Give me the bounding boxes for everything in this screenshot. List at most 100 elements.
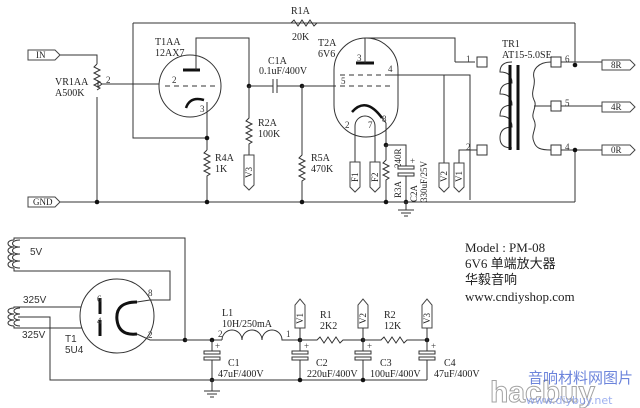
net-flag-f1: F1 — [349, 161, 361, 193]
c2a-plus-sign: + — [410, 156, 415, 166]
pot-resistor-zigzag — [92, 63, 102, 91]
website-label: www.cndiyshop.com — [465, 289, 575, 304]
t1-filament-pin-b: 2 — [148, 330, 153, 340]
svg-text:V2: V2 — [358, 313, 368, 324]
capacitor-c4: + C4 47uF/400V — [418, 340, 480, 380]
t1-filament-pin-a: 8 — [148, 288, 153, 298]
model-label: Model : PM-08 — [465, 240, 545, 255]
t1-plate-pin-b: 4 — [97, 316, 102, 326]
ground-symbol — [204, 380, 220, 398]
net-flag-v1-upper: V1 — [453, 149, 477, 193]
t1aa-cathode-pin: 3 — [200, 104, 205, 114]
svg-text:V3: V3 — [422, 313, 432, 324]
out-8r-label: 8R — [611, 60, 622, 70]
t1aa-ref: T1AA — [155, 37, 181, 48]
t1aa-value: 12AX7 — [155, 48, 184, 59]
l1-pin-b: 1 — [286, 329, 291, 339]
t2a-heater-pin-b: 7 — [368, 120, 373, 130]
tr1-pin-6: 6 — [565, 54, 570, 64]
capacitor-c1a: C1A 0.1uF/400V — [249, 56, 308, 93]
r1a-ref: R1A — [291, 6, 311, 17]
r1-ref: R1 — [320, 310, 332, 321]
info-block: Model : PM-08 6V6 单端放大器 华毅音响 www.cndiysh… — [465, 240, 575, 304]
f1-flag-label: F1 — [350, 172, 360, 182]
vr1-ref: VR1AA — [55, 77, 89, 88]
capacitor-c3: + C3 100uF/400V — [354, 340, 421, 380]
watermark-cn: 音响材料网图片 — [528, 369, 633, 387]
wire — [60, 54, 98, 64]
gnd-port: GND — [27, 196, 61, 208]
t2a-cathode-pin: 8 — [382, 114, 387, 124]
t1aa-grid-pin: 2 — [172, 75, 177, 85]
tr1-pin-5: 5 — [565, 98, 570, 108]
tr1-pin-1: 1 — [466, 54, 471, 64]
net-flag-v1-lower: V1 — [294, 298, 306, 340]
r5a-value: 470K — [311, 164, 334, 175]
t1-plate-pin-a: 6 — [97, 294, 102, 304]
c2a-ref: C2A — [409, 184, 419, 202]
r2a-value: 100K — [258, 129, 281, 140]
hv-voltage-top: 325V — [23, 295, 47, 306]
svg-text:+: + — [304, 341, 309, 351]
c2-ref: C2 — [316, 358, 328, 369]
c1-value: 47uF/400V — [218, 369, 264, 380]
preamp-tube-12ax7: T1AA 12AX7 2 3 — [155, 37, 250, 150]
watermark: hacbuy 音响材料网图片 www.diybuy.net — [490, 369, 634, 408]
net-flag-v2-lower: V2 — [357, 298, 369, 340]
t2a-value: 6V6 — [318, 49, 335, 60]
net-flag-f2: F2 — [369, 161, 381, 193]
net-flag-v2-upper: V2 — [438, 75, 450, 193]
tr1-value: AT15-5.0SE — [502, 50, 552, 61]
volume-potentiometer: VR1AA A500K 2 — [55, 63, 111, 202]
c1a-value: 0.1uF/400V — [259, 66, 308, 77]
c4-ref: C4 — [444, 358, 456, 369]
c3-ref: C3 — [380, 358, 392, 369]
resistor-r2a: R2A 100K — [244, 86, 281, 155]
l1-pin-a: 2 — [218, 329, 223, 339]
svg-text:+: + — [367, 341, 372, 351]
t2a-heater-pin-a: 2 — [345, 120, 350, 130]
capacitor-c1: + C1 47uF/400V — [203, 340, 264, 380]
r4a-ref: R4A — [215, 153, 235, 164]
svg-text:V1: V1 — [295, 313, 305, 324]
tr1-pin-2: 2 — [466, 142, 471, 152]
r5a-ref: R5A — [311, 153, 331, 164]
capacitor-c2a: + C2A 330uF/25V — [386, 144, 429, 202]
v1-flag-label: V1 — [454, 171, 464, 182]
t2a-grid-pin: 5 — [341, 76, 346, 86]
resistor-r3a: 240R R3A — [381, 145, 403, 202]
out-0r-label: 0R — [611, 145, 622, 155]
r2a-ref: R2A — [258, 118, 278, 129]
c4-value: 47uF/400V — [434, 369, 480, 380]
r3a-ref: R3A — [393, 180, 403, 198]
r2-ref: R2 — [384, 310, 396, 321]
c1a-ref: C1A — [268, 56, 288, 67]
rectifier-tube-5u4: 6 4 8 2 T1 5U4 — [65, 278, 185, 356]
l1-value: 10H/250mA — [222, 319, 273, 330]
tr1-ref: TR1 — [502, 39, 520, 50]
c2a-value: 330uF/25V — [419, 160, 429, 202]
vr1-wiper-pin: 2 — [106, 75, 111, 85]
r2-value: 12K — [384, 321, 402, 332]
r4a-value: 1K — [215, 164, 228, 175]
gnd-port-label: GND — [33, 197, 53, 207]
resistor-r2: R2 12K — [363, 310, 427, 344]
out-4r-label: 4R — [611, 102, 622, 112]
t2a-ref: T2A — [318, 38, 337, 49]
transformer-winding-hv: 325V 325V — [7, 295, 300, 381]
in-port: IN — [27, 49, 61, 61]
c1-ref: C1 — [228, 358, 240, 369]
resistor-r1: R1 2K2 — [300, 310, 363, 344]
v3-flag-label: V3 — [244, 167, 254, 178]
resistor-r1a: R1A 20K — [133, 6, 470, 43]
in-port-label: IN — [36, 50, 46, 60]
t1-value: 5U4 — [65, 345, 84, 356]
title-label: 6V6 单端放大器 — [465, 256, 556, 271]
ground-symbol — [398, 202, 414, 217]
c2-value: 220uF/400V — [307, 369, 358, 380]
output-port-0r: 0R — [601, 144, 636, 156]
t2a-screen-pin: 4 — [388, 64, 393, 74]
svg-text:+: + — [431, 341, 436, 351]
capacitor-c2: + C2 220uF/400V — [291, 340, 358, 380]
